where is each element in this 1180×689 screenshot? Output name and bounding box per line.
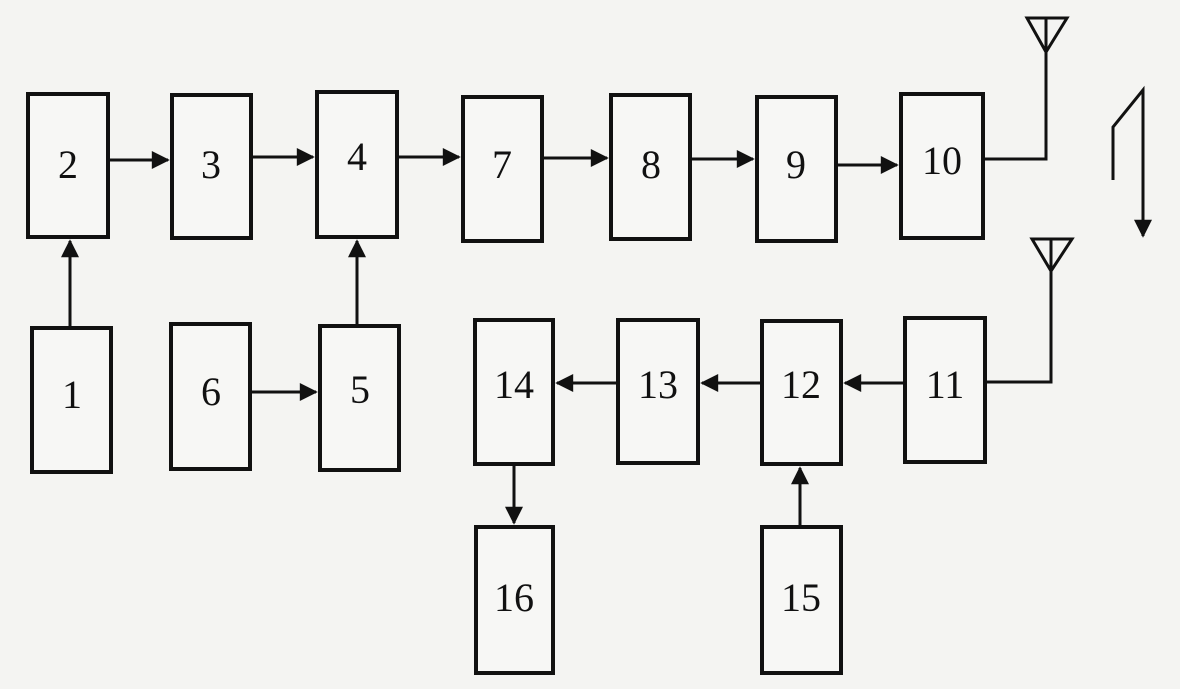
block-6: 6	[171, 324, 250, 469]
block-14: 14	[475, 320, 553, 464]
block-1-label: 1	[62, 372, 82, 417]
block-3: 3	[172, 95, 251, 238]
block-7-label: 7	[492, 142, 512, 187]
block-7: 7	[463, 97, 542, 241]
block-4-label: 4	[347, 134, 367, 179]
block-9: 9	[757, 97, 836, 241]
antenna-icon	[985, 239, 1072, 382]
block-14-label: 14	[494, 362, 534, 407]
block-15: 15	[762, 527, 841, 673]
block-12: 12	[762, 321, 841, 464]
block-11-label: 11	[926, 362, 965, 407]
block-10-label: 10	[922, 138, 962, 183]
block-16-label: 16	[494, 575, 534, 620]
block-10: 10	[901, 94, 983, 238]
block-5-label: 5	[350, 367, 370, 412]
block-2-label: 2	[58, 142, 78, 187]
block-16: 16	[476, 527, 553, 673]
block-1: 1	[32, 328, 111, 472]
block-12-label: 12	[781, 362, 821, 407]
wireless-link-icon	[1113, 90, 1143, 236]
block-15-label: 15	[781, 575, 821, 620]
block-8: 8	[611, 95, 690, 239]
block-3-label: 3	[201, 142, 221, 187]
block-9-label: 9	[786, 142, 806, 187]
block-4: 4	[317, 92, 397, 237]
block-6-label: 6	[201, 369, 221, 414]
block-13: 13	[618, 320, 698, 463]
block-2: 2	[28, 94, 108, 237]
block-8-label: 8	[641, 142, 661, 187]
block-11: 11	[905, 318, 985, 462]
block-13-label: 13	[638, 362, 678, 407]
antenna-icon	[983, 18, 1067, 159]
block-5: 5	[320, 326, 399, 470]
